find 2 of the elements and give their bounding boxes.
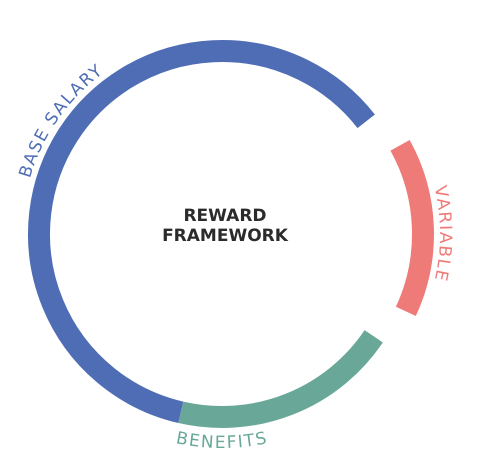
segment-label: BENEFITS xyxy=(174,428,270,454)
center-title: REWARD FRAMEWORK xyxy=(125,206,325,246)
